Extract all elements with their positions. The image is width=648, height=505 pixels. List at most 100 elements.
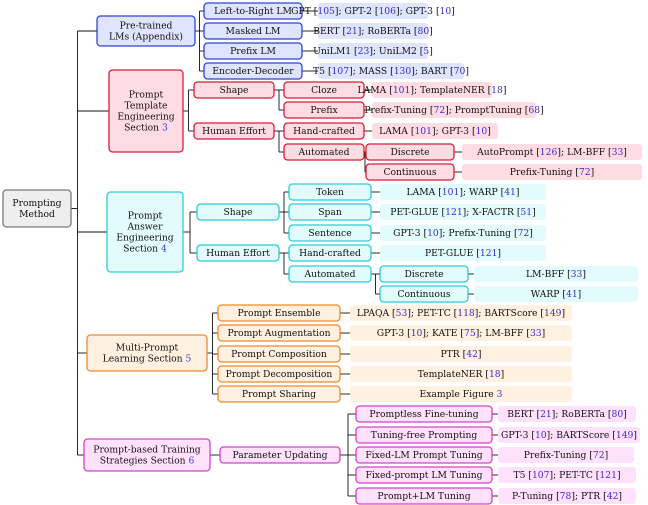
node-label: Encoder-Decoder: [212, 66, 294, 77]
node-autoprompt-126-lm-bff-33: AutoPrompt [126]; LM-BFF [33]: [462, 144, 642, 160]
node-box: [288, 265, 372, 283]
node-parameter-updating: Parameter Updating: [219, 446, 341, 464]
node-label: LAMA [101]; WARP [41]: [407, 187, 520, 198]
node-prefix-tuning-72: Prefix-Tuning [72]: [498, 447, 634, 463]
node-human-effort: Human Effort: [196, 244, 280, 262]
node-label: T5 [107]; MASS [130]; BART [70]: [313, 66, 469, 77]
node-label: Parameter Updating: [232, 450, 327, 461]
node-box: [355, 405, 493, 423]
node-label: Human Effort: [206, 248, 270, 259]
node-left-to-right-lm: Left-to-Right LM: [203, 2, 303, 20]
node-discrete: Discrete: [365, 143, 455, 161]
node-box: [196, 203, 280, 221]
node-box: [217, 365, 341, 383]
node-box: [350, 386, 572, 402]
node-label: Masked LM: [226, 26, 281, 37]
node-label: Fixed-LM Prompt Tuning: [365, 450, 482, 461]
node-label: Continuous: [397, 289, 450, 300]
node-label: Human Effort: [202, 126, 266, 137]
node-box: [217, 304, 341, 322]
node-label: TemplateNER [18]: [418, 369, 504, 380]
node-label: BERT [21]; RoBERTa [80]: [313, 26, 433, 37]
node-label: Discrete: [404, 269, 443, 280]
node-box: [355, 466, 493, 484]
node-label: Prefix-Tuning [72]: [524, 450, 608, 461]
node-box: [365, 143, 455, 161]
node-box: [498, 427, 640, 443]
node-label: Prompting: [12, 198, 61, 209]
node-label: Prompt: [128, 211, 163, 222]
node-label: PTR [42]: [440, 349, 481, 360]
node-templatener-18: TemplateNER [18]: [350, 366, 572, 382]
node-pet-glue-121-x-factr-51: PET-GLUE [121]; X-FACTR [51]: [380, 204, 546, 220]
node-box: [380, 245, 546, 261]
node-prefix: Prefix: [283, 101, 365, 119]
node-box: [350, 325, 572, 341]
node-label: Method: [19, 209, 55, 220]
node-label: Example Figure 3: [420, 389, 503, 400]
node-label: Prompt Composition: [231, 349, 327, 360]
node-label: Template: [125, 101, 168, 112]
node-box: [283, 143, 365, 161]
node-ptr-42: PTR [42]: [350, 346, 572, 362]
node-label: T5 [107]; PET-TC [121]: [513, 470, 620, 481]
node-prompt-augmentation: Prompt Augmentation: [217, 324, 341, 342]
node-box: [203, 62, 303, 80]
node-label: LMs (Appendix): [109, 32, 183, 43]
node-box: [498, 467, 636, 483]
node-box: [474, 286, 638, 302]
node-lama-101-templatener-18: LAMA [101]; TemplateNER [18]: [358, 82, 506, 98]
node-box: [350, 366, 572, 382]
node-box: [196, 244, 280, 262]
node-gpt-3-10-bartscore-149: GPT-3 [10]; BARTScore [149]: [498, 427, 640, 443]
node-tuning-free-prompting: Tuning-free Prompting: [355, 426, 493, 444]
node-box: [380, 184, 546, 200]
node-unilm1-23-unilm2-5: UniLM1 [23]; UniLM2 [5]: [313, 43, 433, 59]
node-promptless-fine-tuning: Promptless Fine-tuning: [355, 405, 493, 423]
node-box: [462, 144, 642, 160]
node-box: [372, 102, 536, 118]
node-box: [498, 488, 636, 504]
node-span: Span: [288, 203, 372, 221]
node-label: Prompt Ensemble: [237, 308, 320, 319]
node-lama-101-gpt-3-10: LAMA [101]; GPT-3 [10]: [372, 123, 498, 139]
node-label: Fixed-prompt LM Tuning: [365, 470, 482, 481]
node-box: [106, 191, 184, 273]
node-box: [379, 285, 469, 303]
node-label: P-Tuning [78]; PTR [42]: [512, 491, 622, 502]
node-lpaqa-53-pet-tc-118-bartscore-149: LPAQA [53]; PET-TC [118]; BARTScore [149…: [350, 305, 572, 321]
node-box: [83, 438, 211, 472]
node-label: Prefix: [310, 105, 338, 116]
node-label: UniLM1 [23]; UniLM2 [5]: [313, 46, 433, 57]
node-box: [219, 446, 341, 464]
node-label: Prompt+LM Tuning: [377, 491, 470, 502]
node-label: GPT-3 [10]; Prefix-Tuning [72]: [393, 228, 533, 239]
node-human-effort: Human Effort: [193, 122, 275, 140]
node-hand-crafted: Hand-crafted: [288, 244, 372, 262]
node-label: Shape: [223, 207, 252, 218]
node-box: [365, 163, 455, 181]
node-label: Prefix-Tuning [72]; PromptTuning [68]: [364, 105, 543, 116]
node-box: [372, 123, 498, 139]
node-label: Automated: [298, 147, 350, 158]
node-box: [355, 426, 493, 444]
node-label: Prompt Sharing: [242, 389, 316, 400]
node-label: Prompt Decomposition: [226, 369, 333, 380]
node-label: PET-GLUE [121]: [425, 248, 501, 259]
node-box: [498, 406, 636, 422]
node-encoder-decoder: Encoder-Decoder: [203, 62, 303, 80]
node-box: [86, 334, 208, 372]
node-label: Span: [318, 207, 342, 218]
node-label: Promptless Fine-tuning: [369, 409, 478, 420]
node-shape: Shape: [196, 203, 280, 221]
node-box: [350, 346, 572, 362]
node-box: [498, 447, 634, 463]
node-label: Automated: [304, 269, 356, 280]
node-box: [380, 225, 546, 241]
node-label: Multi-Prompt: [116, 343, 179, 354]
node-label: WARP [41]: [531, 289, 582, 300]
